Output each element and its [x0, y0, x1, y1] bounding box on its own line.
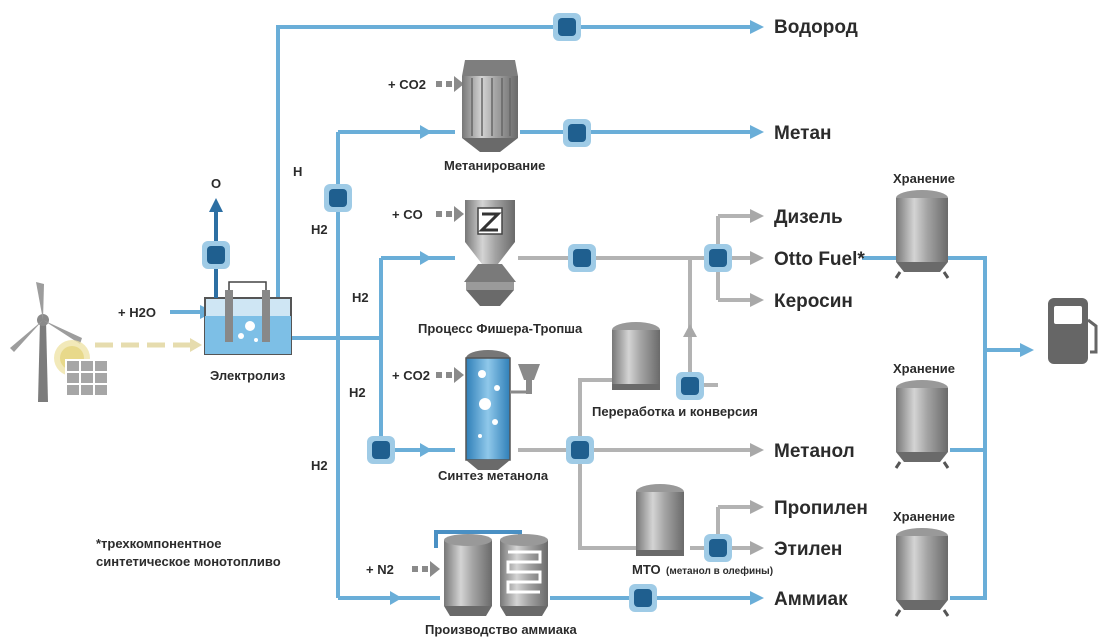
fischer-tropsch-reactor [464, 200, 516, 306]
methanol-synthesis-column [465, 350, 540, 470]
label-storage-2: Хранение [893, 361, 955, 376]
label-mto: MTO [632, 562, 661, 577]
label-co-in: + CO [392, 207, 423, 222]
product-pipes [518, 214, 750, 550]
product-arrows [683, 209, 764, 555]
energy-input [95, 338, 202, 352]
label-methane: Метан [774, 123, 832, 144]
label-hydrogen: Водород [774, 17, 858, 38]
label-h2-3: H2 [349, 385, 366, 400]
label-h2-1: H2 [311, 222, 328, 237]
label-water-in: + H2O [118, 305, 156, 320]
label-co2-in-2: + CO2 [392, 368, 430, 383]
label-fischer-tropsch: Процесс Фишера-Тропша [418, 321, 583, 336]
label-propylene: Пропилен [774, 498, 868, 519]
label-processing: Переработка и конверсия [592, 404, 758, 419]
ammonia-production-unit [434, 530, 548, 616]
label-ethylene: Этилен [774, 539, 842, 560]
label-methanol: Метанол [774, 441, 855, 462]
label-diesel: Дизель [774, 207, 843, 228]
label-ammonia-production: Производство аммиака [425, 622, 578, 637]
wind-turbine-icon [10, 282, 82, 402]
mto-tank [636, 484, 684, 556]
label-methanation: Метанирование [444, 158, 545, 173]
footnote-line-2: синтетическое монотопливо [96, 554, 281, 569]
methanation-reactor [462, 60, 518, 152]
label-storage-1: Хранение [893, 171, 955, 186]
label-h: H [293, 164, 302, 179]
label-ammonia: Аммиак [774, 589, 848, 610]
storage-tank-icon [894, 190, 950, 617]
junction-nodes [202, 13, 732, 612]
input-arrows [412, 76, 464, 577]
footnote-line-1: *трехкомпонентное [96, 536, 222, 551]
label-n2-in: + N2 [366, 562, 394, 577]
label-electrolysis: Электролиз [210, 368, 286, 383]
fuel-pump-icon [1048, 298, 1098, 364]
processing-tank [612, 322, 660, 390]
label-methanol-synthesis: Синтез метанола [438, 468, 549, 483]
label-h2-2: H2 [352, 290, 369, 305]
electrolyzer-icon [204, 281, 292, 355]
label-storage-3: Хранение [893, 509, 955, 524]
label-oxygen: O [211, 176, 221, 191]
label-co2-in-1: + CO2 [388, 77, 426, 92]
label-kerosene: Керосин [774, 291, 853, 312]
label-h2-4: H2 [311, 458, 328, 473]
label-otto-fuel: Otto Fuel* [774, 249, 865, 270]
label-mto-note: (метанол в олефины) [666, 565, 773, 577]
solar-panel-icon [65, 359, 109, 397]
